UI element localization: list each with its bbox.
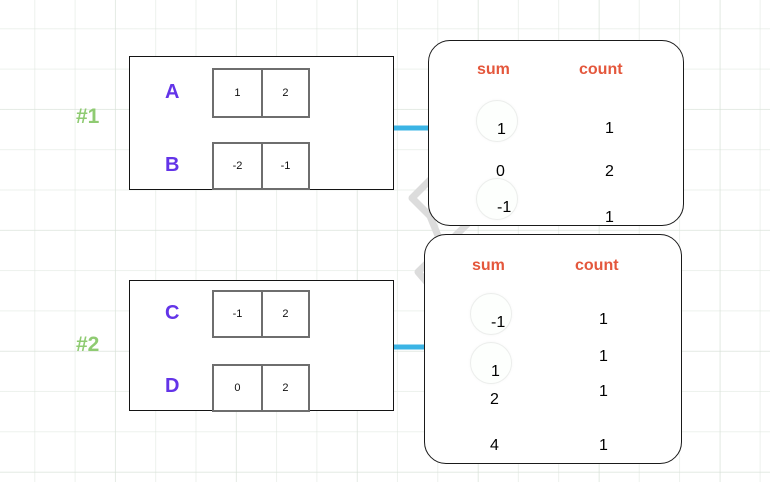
panel-top-header-count: count <box>579 61 623 78</box>
panel-bottom-count-3: 1 <box>599 437 608 454</box>
row-c-cells: -1 2 <box>212 290 310 338</box>
panel-top: sum count <box>428 40 684 226</box>
panel-top-sum-2: -1 <box>497 199 512 216</box>
row-b-cell-1: -1 <box>260 144 308 188</box>
row-d-cell-0: 0 <box>234 382 241 394</box>
panel-bottom-sum-2: 2 <box>490 391 499 408</box>
row-letter-c: C <box>165 302 180 324</box>
panel-bottom-sum-3: 4 <box>490 437 499 454</box>
panel-top-count-1: 2 <box>605 163 614 180</box>
panel-bottom-header-sum: sum <box>472 257 505 274</box>
highlight-circle-top-1 <box>476 100 518 142</box>
row-letter-a: A <box>165 81 180 103</box>
panel-top-header-sum: sum <box>477 61 510 78</box>
row-d-cell-1: 2 <box>260 366 308 410</box>
group-label-1: #1 <box>76 105 100 128</box>
panel-top-sum-1: 0 <box>496 163 505 180</box>
panel-top-count-0: 1 <box>605 120 614 137</box>
panel-bottom: sum count <box>424 234 682 464</box>
highlight-circle-top-minus1 <box>476 178 518 220</box>
row-c-cell-0: -1 <box>232 308 243 320</box>
group-label-2: #2 <box>76 333 100 356</box>
panel-top-sum-0: 1 <box>497 121 506 138</box>
row-c-cell-1: 2 <box>260 292 308 336</box>
row-b-cell-0: -2 <box>232 160 243 172</box>
row-a-cell-0: 1 <box>234 87 241 99</box>
row-b-cells: -2 -1 <box>212 142 310 190</box>
highlight-circle-bottom-minus1 <box>470 293 512 335</box>
panel-bottom-count-0: 1 <box>599 311 608 328</box>
panel-top-count-2: 1 <box>605 209 614 226</box>
panel-bottom-count-2: 1 <box>599 383 608 400</box>
panel-bottom-header-count: count <box>575 257 619 274</box>
highlight-circle-bottom-1 <box>470 342 512 384</box>
row-letter-d: D <box>165 375 180 397</box>
panel-bottom-count-1: 1 <box>599 348 608 365</box>
panel-bottom-sum-0: -1 <box>491 314 506 331</box>
panel-bottom-sum-1: 1 <box>491 363 500 380</box>
row-a-cell-1: 2 <box>260 70 308 116</box>
row-a-cells: 1 2 <box>212 68 310 118</box>
row-letter-b: B <box>165 154 180 176</box>
row-d-cells: 0 2 <box>212 364 310 412</box>
